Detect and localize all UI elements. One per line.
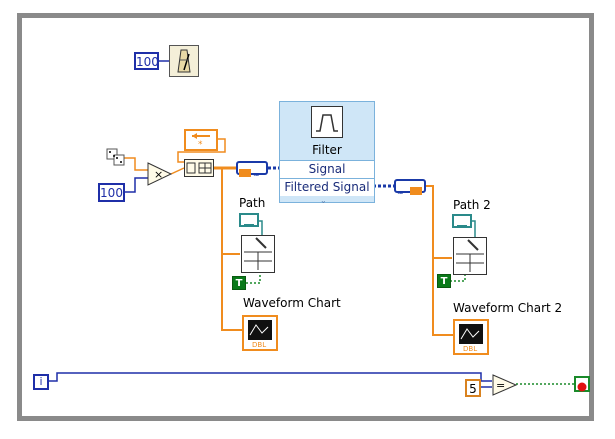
dice-icon[interactable] xyxy=(106,146,126,168)
multiplier-constant[interactable]: 100 xyxy=(98,183,125,202)
shift-register-icon[interactable]: * xyxy=(184,129,218,151)
filter-express-vi[interactable]: Filter Signal Filtered Signal ⌄ xyxy=(279,101,375,205)
dynamic-data-icon[interactable]: ≈ xyxy=(394,179,426,197)
chevron-down-icon[interactable]: ⌄ xyxy=(320,196,327,205)
equal-icon[interactable]: = xyxy=(492,374,518,396)
waveform-chart-2-label: Waveform Chart 2 xyxy=(453,301,563,315)
build-array-icon[interactable] xyxy=(184,159,214,177)
path-label: Path xyxy=(239,196,266,210)
express-vi-title: Filter xyxy=(312,143,342,157)
svg-text:×: × xyxy=(154,168,163,181)
svg-text:DBL: DBL xyxy=(252,341,266,349)
multiply-icon[interactable]: × xyxy=(147,162,173,186)
iteration-icon[interactable]: i xyxy=(33,374,49,390)
svg-text:DBL: DBL xyxy=(463,345,477,353)
write-file-icon[interactable] xyxy=(453,237,487,275)
true-constant[interactable]: T xyxy=(232,276,246,290)
path-terminal-icon[interactable] xyxy=(452,214,472,228)
metronome-icon[interactable] xyxy=(169,45,199,77)
filter-icon xyxy=(311,106,343,138)
path-terminal-icon[interactable] xyxy=(239,213,259,227)
true-constant[interactable]: T xyxy=(437,274,451,288)
svg-text:=: = xyxy=(496,379,505,392)
path-2-label: Path 2 xyxy=(453,198,491,212)
waveform-chart-label: Waveform Chart xyxy=(243,296,341,310)
svg-text:*: * xyxy=(198,140,203,149)
filter-signal-input[interactable]: Signal xyxy=(280,160,374,178)
wait-ms-constant[interactable]: 100 xyxy=(134,52,159,70)
waveform-chart-icon[interactable]: DBL xyxy=(242,315,278,351)
stop-icon[interactable] xyxy=(574,376,590,392)
svg-text:≈: ≈ xyxy=(397,188,404,196)
write-file-icon[interactable] xyxy=(241,235,275,273)
filter-output-terminal[interactable]: Filtered Signal xyxy=(280,178,374,196)
count-constant[interactable]: 5 xyxy=(465,379,481,397)
dynamic-data-icon[interactable]: ≈ xyxy=(236,161,268,179)
while-loop-border xyxy=(17,13,594,421)
svg-text:≈: ≈ xyxy=(253,170,260,178)
waveform-chart-icon[interactable]: DBL xyxy=(453,319,489,355)
